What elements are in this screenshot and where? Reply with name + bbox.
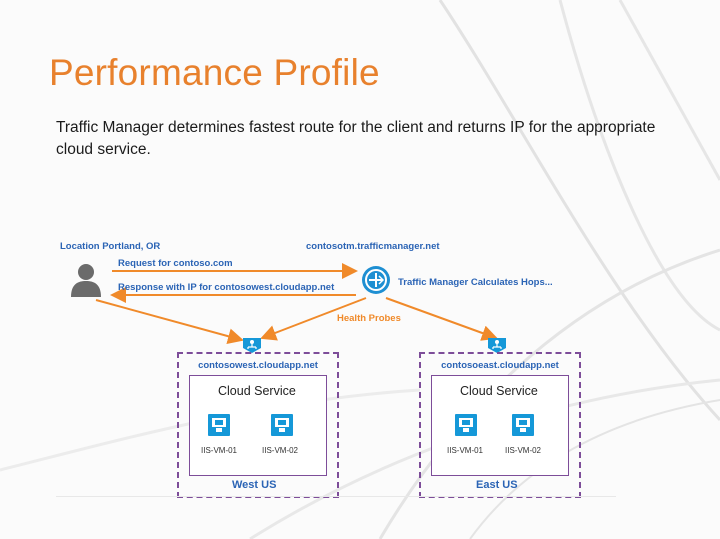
west-host-label: contosowest.cloudapp.net — [198, 360, 318, 371]
slide-title: Performance Profile — [49, 52, 380, 93]
client-to-west-arrow — [95, 299, 244, 345]
west-vm2-label: IIS-VM-02 — [262, 446, 299, 455]
tm-calc-label: Traffic Manager Calculates Hops... — [398, 277, 553, 288]
footer-divider — [56, 496, 616, 497]
east-vm1-label: IIS-VM-01 — [447, 446, 484, 455]
traffic-manager-icon — [362, 266, 390, 294]
probe-east-arrow — [385, 297, 498, 341]
east-service-title: Cloud Service — [460, 384, 538, 398]
probe-west-arrow — [260, 297, 367, 341]
east-host-label: contosoeast.cloudapp.net — [441, 360, 559, 371]
response-label: Response with IP for contosowest.cloudap… — [118, 282, 335, 293]
west-vm2-icon — [271, 414, 293, 436]
request-label: Request for contoso.com — [118, 258, 233, 269]
east-cloud-service — [431, 375, 569, 476]
east-vm2-icon — [512, 414, 534, 436]
region-east — [419, 352, 581, 498]
region-west — [177, 352, 339, 498]
east-region-name: East US — [476, 479, 518, 491]
west-region-name: West US — [232, 479, 277, 491]
slide-subtitle: Traffic Manager determines fastest route… — [56, 119, 656, 158]
health-probes-label: Health Probes — [337, 313, 401, 324]
west-vm1-icon — [208, 414, 230, 436]
tm-host-label: contosotm.trafficmanager.net — [306, 241, 440, 252]
user-icon — [71, 264, 101, 297]
east-vm2-label: IIS-VM-02 — [505, 446, 542, 455]
west-load-balancer-icon — [243, 338, 261, 353]
east-vm1-icon — [455, 414, 477, 436]
client-location-label: Location Portland, OR — [60, 241, 161, 252]
west-vm1-label: IIS-VM-01 — [201, 446, 238, 455]
east-load-balancer-icon — [488, 338, 506, 353]
west-service-title: Cloud Service — [218, 384, 296, 398]
